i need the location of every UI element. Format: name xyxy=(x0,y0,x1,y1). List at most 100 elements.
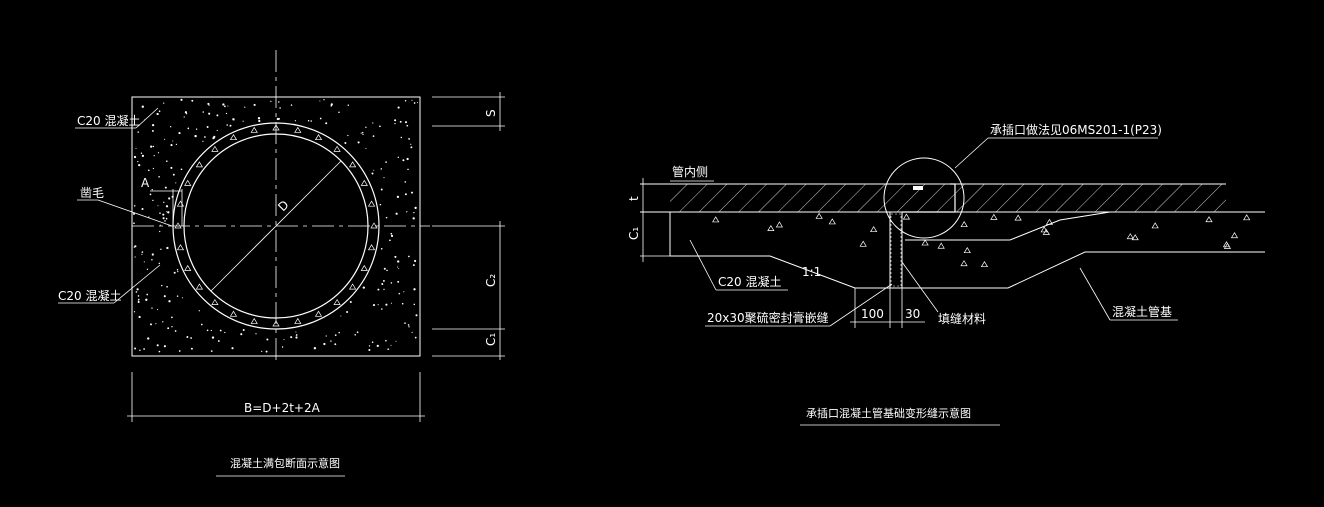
speckle-dot xyxy=(413,102,416,104)
speckle-dot xyxy=(412,217,415,220)
speckle-dot xyxy=(140,152,143,154)
leader-c20-bottom-slant xyxy=(113,264,161,304)
aggregate-triangle xyxy=(1040,226,1048,233)
speckle-dot xyxy=(307,120,310,122)
speckle-dot xyxy=(295,336,298,339)
aggregate-triangle xyxy=(1243,214,1251,221)
speckle-dot xyxy=(151,253,154,256)
speckle-dot xyxy=(224,331,226,334)
speckle-dot xyxy=(186,336,189,338)
speckle-dot xyxy=(290,104,293,106)
speckle-dot xyxy=(397,106,400,109)
speckle-dot xyxy=(365,147,367,150)
speckle-dot xyxy=(385,339,387,342)
speckle-dot xyxy=(157,152,160,154)
speckle-dot xyxy=(382,279,385,282)
speckle-dot xyxy=(190,337,193,339)
wall-triangle xyxy=(294,317,302,324)
label-c20-top: C20 混凝土 xyxy=(77,113,140,128)
speckle-dot xyxy=(160,248,162,251)
aggregate-triangle xyxy=(1131,234,1139,241)
speckle-dot xyxy=(294,120,297,122)
speckle-dot xyxy=(164,220,166,222)
speckle-dot xyxy=(330,103,333,106)
speckle-dot xyxy=(163,295,166,298)
label-A: A xyxy=(141,176,150,190)
speckle-dot xyxy=(380,188,383,191)
label-dim-30: 30 xyxy=(905,307,920,321)
speckle-dot xyxy=(404,100,407,102)
speckle-dot xyxy=(417,102,419,104)
speckle-dot xyxy=(217,340,220,342)
speckle-dot xyxy=(380,168,383,170)
label-width-formula: B=D+2t+2A xyxy=(244,401,321,415)
speckle-dot xyxy=(158,176,160,178)
speckle-dot xyxy=(360,132,362,134)
speckle-dot xyxy=(151,129,154,132)
left-figure-title: 混凝土满包断面示意图 xyxy=(230,456,340,470)
leader-filler xyxy=(901,261,939,313)
speckle-dot xyxy=(397,156,400,159)
speckle-dot xyxy=(156,344,159,347)
speckle-dot xyxy=(141,105,144,108)
speckle-dot xyxy=(411,99,413,101)
speckle-dot xyxy=(404,193,407,196)
speckle-dot xyxy=(381,308,383,310)
speckle-dot xyxy=(187,127,190,130)
speckle-dot xyxy=(265,350,268,353)
speckle-dot xyxy=(295,334,298,336)
speckle-dot xyxy=(368,348,371,352)
speckle-dot xyxy=(141,253,143,255)
speckle-dot xyxy=(383,177,385,179)
speckle-dot xyxy=(141,251,144,253)
wall-triangle xyxy=(195,161,203,168)
speckle-dot xyxy=(412,264,415,267)
speckle-dot xyxy=(190,347,193,350)
speckle-dot xyxy=(147,169,150,172)
speckle-dot xyxy=(413,211,415,214)
speckle-dot xyxy=(255,333,257,335)
aggregate-triangle xyxy=(960,260,968,267)
speckle-dot xyxy=(202,111,204,113)
aggregate-triangle xyxy=(815,212,823,219)
speckle-dot xyxy=(168,300,171,303)
wall-triangle xyxy=(333,298,341,305)
speckle-dot xyxy=(184,111,188,114)
speckle-dot xyxy=(387,348,390,351)
speckle-dot xyxy=(408,326,410,328)
speckle-dot xyxy=(377,304,379,306)
label-slope: 1:1 xyxy=(802,265,821,279)
aggregate-triangle xyxy=(712,216,720,223)
speckle-dot xyxy=(323,99,325,101)
right-figure-title: 承插口混凝土管基础变形缝示意图 xyxy=(806,406,971,420)
speckle-dot xyxy=(266,338,269,341)
speckle-dot xyxy=(356,331,359,334)
aggregate-triangle xyxy=(859,240,867,247)
aggregate-triangle xyxy=(828,218,836,225)
speckle-dot xyxy=(191,99,194,102)
speckle-dot xyxy=(383,267,386,270)
speckle-dot xyxy=(165,217,168,220)
speckle-dot xyxy=(174,330,177,332)
speckle-dot xyxy=(146,293,149,296)
aggregate-triangle xyxy=(1014,214,1022,221)
wall-triangle xyxy=(360,179,368,186)
speckle-dot xyxy=(172,140,174,142)
speckle-dot xyxy=(158,350,161,353)
speckle-dot xyxy=(395,340,397,342)
speckle-dot xyxy=(372,304,376,307)
joint-filler xyxy=(890,213,902,287)
speckle-dot xyxy=(164,138,166,140)
speckle-dot xyxy=(404,322,406,324)
speckle-dot xyxy=(253,103,256,106)
encasement-section-figure: D A C20 混凝土 凿毛 C20 混凝土 S C₂ C₁ B=D+2t+2A xyxy=(58,50,505,477)
speckle-dot xyxy=(224,105,226,108)
speckle-dot xyxy=(381,283,384,285)
speckle-dot xyxy=(137,161,139,163)
label-S: S xyxy=(484,109,498,117)
aggregate-triangle xyxy=(767,224,775,231)
speckle-dot xyxy=(415,314,418,317)
leader-socket xyxy=(954,137,989,169)
speckle-dot xyxy=(151,307,153,309)
speckle-dot xyxy=(165,211,167,213)
